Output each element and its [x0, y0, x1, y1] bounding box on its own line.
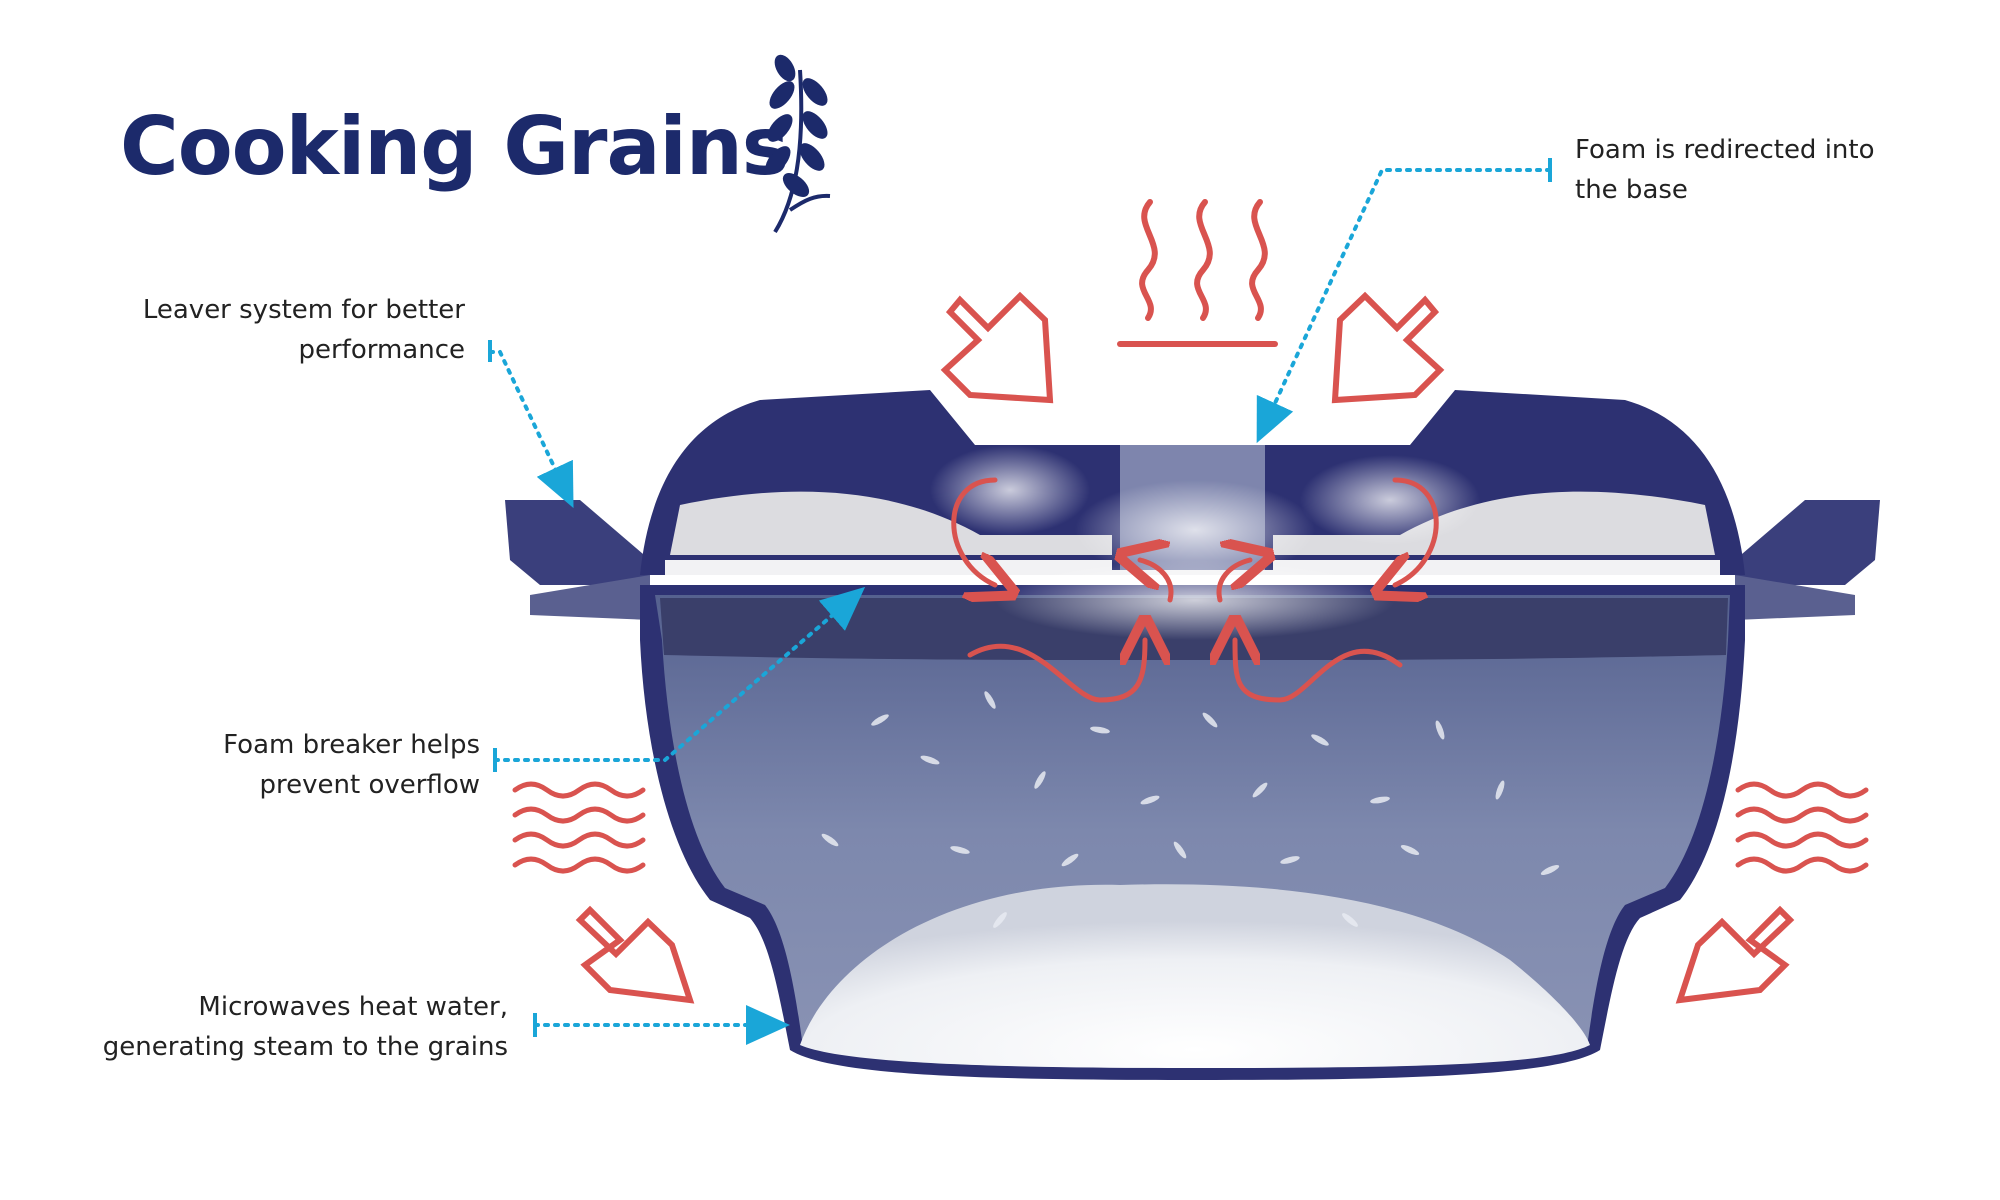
- callout-lines: [488, 168, 1552, 1045]
- foam-breaker-label-line: Foam breaker helps: [223, 730, 480, 760]
- arrow-icon: [1675, 905, 1795, 1004]
- heat-wave-icon: [1735, 781, 1869, 874]
- callout-ticks: [488, 158, 1552, 1037]
- foam-redirect-label-line: the base: [1575, 175, 1688, 205]
- microwaves-label: Microwaves heat water, generating steam …: [103, 987, 508, 1067]
- wheat-icon: [765, 54, 831, 234]
- foam-breaker-label: Foam breaker helps prevent overflow: [223, 725, 480, 805]
- foam-redirect-label-line: Foam is redirected into: [1575, 135, 1875, 165]
- arrow-icon: [575, 905, 695, 1004]
- foam-redirect-label: Foam is redirected into the base: [1575, 130, 1875, 210]
- leaver-system-label-line: performance: [298, 335, 465, 365]
- page-title: Cooking Grains: [120, 100, 789, 193]
- arrow-icon: [940, 291, 1054, 404]
- leaver-system-label: Leaver system for better performance: [143, 290, 465, 370]
- cooker-container: [505, 390, 1880, 1080]
- flow-arrows: [951, 477, 1439, 703]
- microwaves-label-line: generating steam to the grains: [102, 1032, 508, 1062]
- leaver-system-label-line: Leaver system for better: [142, 295, 465, 325]
- foam-breaker-label-line: prevent overflow: [259, 770, 480, 800]
- arrow-icon: [1331, 291, 1445, 404]
- steam-icon: [1117, 199, 1278, 347]
- microwaves-label-line: Microwaves heat water,: [198, 992, 508, 1022]
- heat-wave-icon: [512, 781, 646, 874]
